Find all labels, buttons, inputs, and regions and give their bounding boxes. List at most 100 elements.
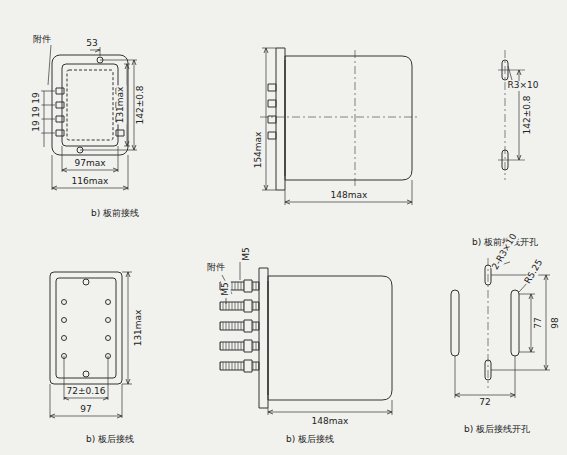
terminal-studs-stroke	[244, 320, 252, 332]
terminals-stroke	[56, 102, 64, 108]
dimension-lines-stroke	[100, 60, 137, 61]
back-view-back-wiring-stroke	[83, 371, 89, 377]
panel-cutout-back-stroke	[511, 290, 519, 356]
dimension-lines-stroke	[62, 146, 63, 172]
dimension-lines-stroke	[262, 48, 276, 49]
dimension-lines	[50, 272, 132, 418]
dimension-lines-stroke	[285, 190, 286, 205]
dimension-lines-stroke	[48, 45, 51, 85]
dimension-lines-stroke	[491, 275, 550, 276]
dimension-lines-stroke	[41, 133, 55, 134]
side-view-front-wiring-stroke	[285, 56, 412, 180]
dimension-lines-stroke	[128, 155, 129, 190]
dimension-text: 97max	[73, 159, 106, 169]
dimension-text: 77	[534, 316, 544, 329]
dimension-lines-stroke	[64, 398, 108, 399]
dimension-lines-stroke	[52, 188, 128, 189]
dimension-text: 19	[32, 105, 42, 118]
panel-cutout-front-stroke	[498, 160, 525, 161]
dimension-lines-stroke	[118, 146, 119, 172]
terminal-studs-stroke	[244, 360, 252, 372]
leader-lines-stroke	[226, 298, 227, 304]
back-view-back-wiring	[50, 272, 132, 418]
dimension-lines-stroke	[128, 272, 129, 384]
view-caption: b) 板后接线	[85, 435, 135, 445]
dimension-lines-stroke	[122, 272, 132, 273]
dimension-text: 72±0.16	[65, 387, 106, 397]
dimension-text: 98	[551, 316, 561, 329]
dimension-lines-stroke	[127, 64, 128, 146]
terminals	[268, 60, 285, 176]
dimension-lines-stroke	[392, 400, 393, 415]
terminal-studs-stroke	[244, 340, 252, 352]
terminal-studs-stroke	[244, 300, 252, 312]
panel-cutout-front-stroke	[498, 70, 525, 71]
dimension-lines-stroke	[285, 202, 412, 203]
dimension-lines-stroke	[41, 105, 55, 106]
dimension-text: 148max	[330, 191, 369, 201]
dimension-text: 131max	[116, 86, 126, 125]
dimension-text: 154max	[254, 131, 264, 170]
side-view-back-wiring	[220, 262, 392, 415]
callout-label: 附件	[206, 263, 226, 273]
terminals-stroke	[56, 88, 64, 94]
dimension-lines-stroke	[80, 150, 137, 151]
side-view-front-wiring-stroke	[276, 48, 285, 190]
panel-cutout-back-stroke	[451, 290, 459, 356]
dimension-lines-stroke	[262, 190, 276, 191]
dimension-lines	[262, 48, 412, 205]
dimension-lines	[455, 262, 550, 398]
terminal-studs-stroke	[244, 280, 252, 292]
panel-cutout-back	[451, 258, 550, 398]
front-view-front-wiring-stroke	[52, 55, 128, 155]
dimension-lines-stroke	[266, 48, 267, 190]
terminal-studs	[220, 280, 259, 372]
panel-cutout-back-stroke	[488, 258, 489, 388]
dimension-lines-stroke	[455, 356, 456, 398]
dimension-lines-stroke	[50, 384, 51, 418]
dimension-lines-stroke	[41, 91, 55, 92]
thread-size: M5	[242, 246, 252, 262]
terminal-studs-stroke	[220, 342, 259, 350]
dimension-text: 72	[478, 398, 491, 408]
dimension-text: 116max	[71, 177, 110, 187]
terminals	[56, 88, 124, 136]
terminals-stroke	[268, 100, 276, 107]
back-view-back-wiring-stroke	[56, 278, 116, 378]
back-view-back-wiring-stroke	[83, 279, 89, 285]
dimension-text: 97	[79, 405, 92, 415]
terminals-stroke	[62, 318, 67, 323]
leader-lines-stroke	[240, 262, 241, 280]
view-caption: b) 板前接线	[90, 209, 140, 219]
back-view-back-wiring-stroke	[50, 272, 122, 384]
dimension-lines-stroke	[50, 416, 122, 417]
dimension-lines	[41, 45, 137, 190]
panel-cutout-front	[498, 50, 525, 180]
dimension-lines-stroke	[455, 395, 515, 396]
terminals-stroke	[106, 318, 111, 323]
dimension-lines-stroke	[122, 384, 132, 385]
dimension-lines-stroke	[412, 180, 413, 205]
dimension-lines-stroke	[546, 275, 547, 370]
dimension-lines-stroke	[268, 408, 269, 415]
dimension-lines	[268, 400, 392, 415]
dimension-lines-stroke	[268, 412, 392, 413]
dimension-lines-stroke	[64, 356, 65, 400]
dimension-lines-stroke	[134, 60, 135, 150]
side-view-back-wiring-stroke	[259, 268, 268, 408]
panel-cutout-front-stroke	[505, 50, 506, 180]
callout-label: 附件	[32, 35, 52, 45]
front-view-front-wiring-stroke	[67, 70, 113, 140]
dimension-lines-stroke	[122, 384, 123, 418]
front-view-front-wiring-stroke	[62, 64, 118, 146]
dimension-text: R5.25	[523, 257, 546, 286]
thread-size: M5	[221, 281, 231, 297]
dimension-text: 53	[85, 39, 98, 49]
front-view-front-wiring	[41, 45, 137, 190]
dimension-text: R3×10	[507, 81, 540, 91]
side-view-back-wiring-stroke	[268, 276, 392, 400]
dimension-lines-stroke	[62, 170, 118, 171]
terminals-stroke	[285, 60, 286, 176]
dimension-lines-stroke	[531, 294, 532, 352]
dimension-lines-stroke	[515, 356, 516, 398]
